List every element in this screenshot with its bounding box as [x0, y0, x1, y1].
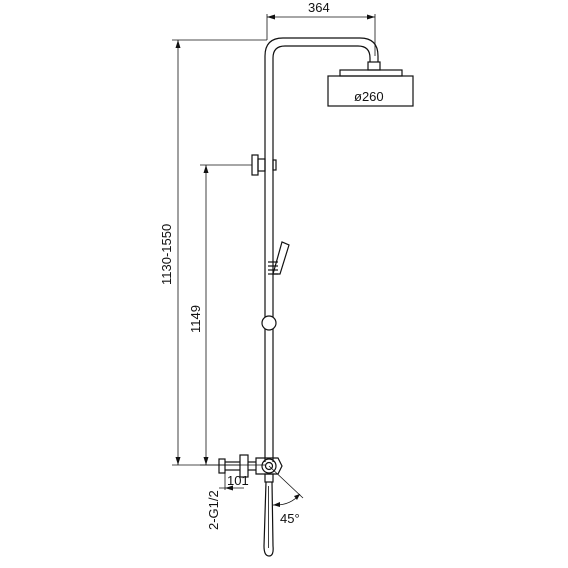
mixer-height-label: 1149: [188, 305, 203, 333]
connection-label: 2-G1/2: [206, 490, 221, 530]
arm-length-dimension: 364: [266, 0, 376, 56]
total-height-dimension: 1130-1550: [159, 39, 267, 466]
mixer-height-dimension: 1149: [188, 164, 252, 466]
mixer-valve: [218, 454, 283, 557]
offset-label: 101: [227, 473, 249, 488]
connection-dimension: 101 2-G1/2: [206, 466, 249, 530]
total-height-label: 1130-1550: [159, 224, 174, 285]
head-diameter-label: ø260: [354, 89, 384, 104]
column-clamp: [261, 315, 277, 331]
arm-length-label: 364: [308, 0, 330, 15]
shower-head: ø260: [327, 61, 414, 107]
lever-angle-dimension: 45°: [268, 465, 304, 526]
angle-label: 45°: [280, 511, 300, 526]
shower-column: [264, 37, 379, 462]
hand-shower-holder: [268, 241, 290, 275]
